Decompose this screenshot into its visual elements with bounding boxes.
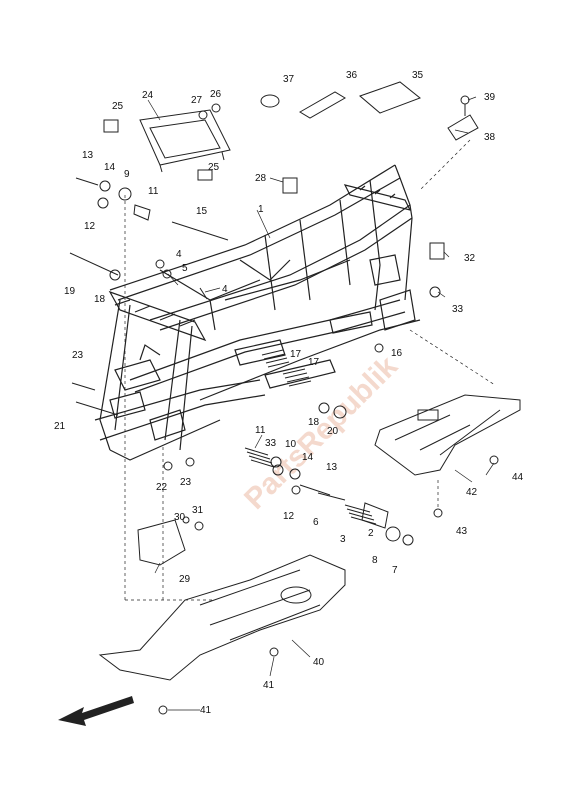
callout-25a: 25	[112, 101, 124, 112]
small-parts	[69, 81, 521, 715]
callout-39: 39	[484, 92, 496, 103]
callout-27: 27	[191, 95, 203, 106]
callout-30: 30	[174, 512, 186, 523]
callout-13b: 13	[326, 462, 338, 473]
callout-labels: 1 2 3 4 4 5 6 7 8 9 10 11 11 12 12 13 13…	[54, 70, 524, 716]
callout-6: 6	[313, 517, 319, 528]
callout-41a: 41	[263, 680, 275, 691]
callout-37: 37	[283, 74, 295, 85]
callout-4b: 4	[222, 284, 228, 295]
callout-26: 26	[210, 89, 222, 100]
callout-14b: 14	[302, 452, 314, 463]
callout-29: 29	[179, 574, 191, 585]
callout-35: 35	[412, 70, 424, 81]
callout-19: 19	[64, 286, 76, 297]
callout-4a: 4	[176, 249, 182, 260]
callout-9: 9	[124, 169, 130, 180]
callout-40: 40	[313, 657, 325, 668]
leader-lines	[124, 96, 496, 711]
callout-20: 20	[327, 426, 339, 437]
callout-38: 38	[484, 132, 496, 143]
callout-31: 31	[192, 505, 204, 516]
callout-18a: 18	[94, 294, 106, 305]
callout-33a: 33	[452, 304, 464, 315]
callout-28: 28	[255, 173, 267, 184]
callout-23b: 23	[180, 477, 192, 488]
callout-14a: 14	[104, 162, 116, 173]
callout-12a: 12	[84, 221, 96, 232]
arrow-front-icon	[58, 696, 134, 726]
callout-36: 36	[346, 70, 358, 81]
callout-17b: 17	[308, 357, 320, 368]
callout-2: 2	[368, 528, 374, 539]
callout-18b: 18	[308, 417, 320, 428]
callout-1: 1	[258, 204, 264, 215]
callout-11b: 11	[255, 425, 266, 436]
callout-3: 3	[340, 534, 346, 545]
callout-25b: 25	[208, 162, 220, 173]
callout-7: 7	[392, 565, 398, 576]
callout-41b: 41	[200, 705, 212, 716]
callout-23a: 23	[72, 350, 84, 361]
callout-8: 8	[372, 555, 378, 566]
callout-17a: 17	[290, 349, 302, 360]
callout-43: 43	[456, 526, 468, 537]
callout-11a: 11	[148, 186, 159, 197]
callout-5: 5	[182, 263, 188, 274]
callout-21: 21	[54, 421, 66, 432]
callout-12b: 12	[283, 511, 295, 522]
callout-33b: 33	[265, 438, 277, 449]
main-frame	[94, 164, 421, 461]
callout-42: 42	[466, 487, 478, 498]
callout-24: 24	[142, 90, 154, 101]
callout-10: 10	[285, 439, 297, 450]
callout-13a: 13	[82, 150, 94, 161]
callout-32: 32	[464, 253, 476, 264]
callout-44: 44	[512, 472, 524, 483]
callout-15: 15	[196, 206, 208, 217]
callout-16: 16	[391, 348, 403, 359]
callout-22: 22	[156, 482, 168, 493]
